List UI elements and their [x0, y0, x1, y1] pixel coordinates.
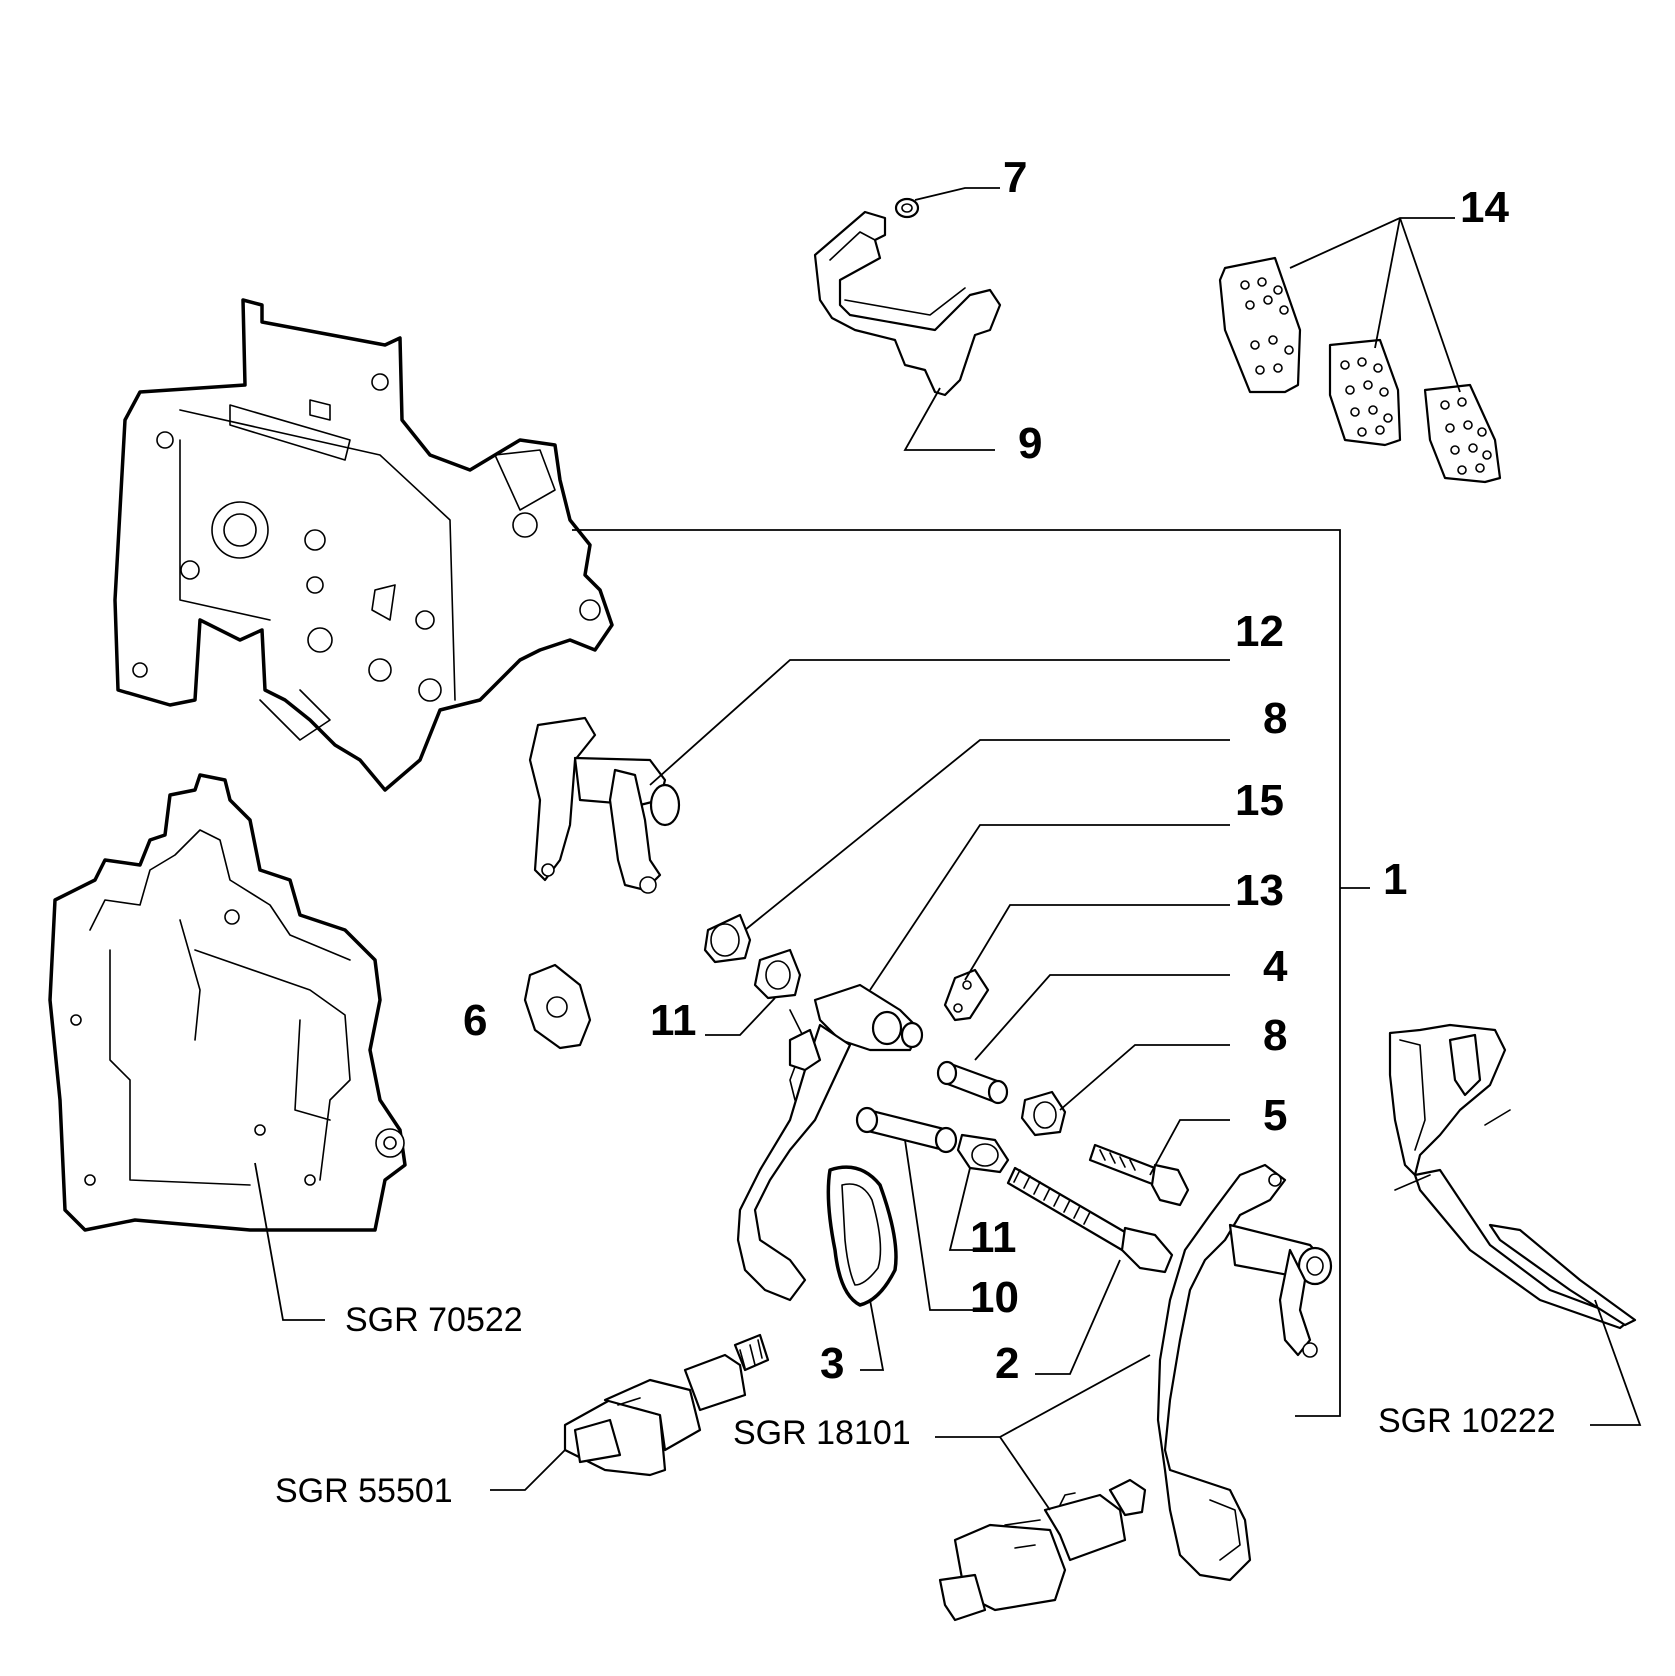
- callout-4: 4: [1263, 942, 1288, 991]
- switch-sgr-55501: [563, 1333, 770, 1477]
- callout-3: 3: [820, 1339, 844, 1388]
- leader-lines: [254, 187, 1642, 1511]
- brake-pedal: [1156, 1163, 1333, 1582]
- clutch-pedal-arm-15: [736, 983, 924, 1302]
- callout-11-left: 11: [650, 996, 697, 1045]
- bushing-6: [523, 963, 592, 1050]
- callout-numbers: 7 14 9 12 8 15 1 13 4 6 11 8 5 11 10 3 2: [463, 153, 1509, 1388]
- accelerator-pedal: [1388, 1023, 1637, 1330]
- pedal-pad-medium: [1328, 338, 1402, 447]
- callout-15: 15: [1235, 776, 1284, 825]
- callout-8-upper: 8: [1263, 694, 1287, 743]
- callout-8-lower: 8: [1263, 1011, 1287, 1060]
- bushing-11-upper: [753, 948, 802, 1000]
- callout-14: 14: [1460, 183, 1509, 232]
- ref-sgr-10222: SGR 10222: [1378, 1402, 1556, 1440]
- switch-sgr-18101: [938, 1478, 1147, 1622]
- nut-7: [894, 197, 920, 219]
- callout-7: 7: [1003, 153, 1027, 202]
- callout-10: 10: [970, 1273, 1019, 1322]
- callout-12: 12: [1235, 607, 1284, 656]
- pedal-box-bracket: [113, 298, 614, 792]
- insulation-panel: [48, 773, 407, 1232]
- callout-1: 1: [1383, 855, 1407, 904]
- callout-11-lower: 11: [970, 1213, 1017, 1262]
- gasket-3: [826, 1165, 898, 1307]
- bushing-8-upper: [703, 913, 752, 964]
- lever-12: [528, 716, 681, 894]
- pedal-pad-large: [1218, 256, 1302, 394]
- pedal-pad-small: [1423, 383, 1502, 484]
- support-bracket-9: [813, 210, 1002, 397]
- ref-sgr-70522: SGR 70522: [345, 1301, 523, 1339]
- callout-5: 5: [1263, 1091, 1287, 1140]
- callout-6: 6: [463, 996, 487, 1045]
- callout-13: 13: [1235, 866, 1284, 915]
- bolt-2: [1006, 1166, 1174, 1274]
- ref-sgr-55501: SGR 55501: [275, 1472, 453, 1510]
- plate-13: [943, 968, 990, 1022]
- bushing-8-lower: [1020, 1090, 1067, 1137]
- bolt-5: [1088, 1143, 1190, 1207]
- callout-2: 2: [995, 1339, 1019, 1388]
- bushing-11-lower: [956, 1133, 1010, 1174]
- sleeve-4: [936, 1060, 1009, 1105]
- ref-sgr-18101: SGR 18101: [733, 1414, 911, 1452]
- reference-labels: SGR 70522 SGR 18101 SGR 55501 SGR 10222: [275, 1301, 1556, 1510]
- sleeve-10: [855, 1106, 958, 1154]
- callout-9: 9: [1018, 419, 1042, 468]
